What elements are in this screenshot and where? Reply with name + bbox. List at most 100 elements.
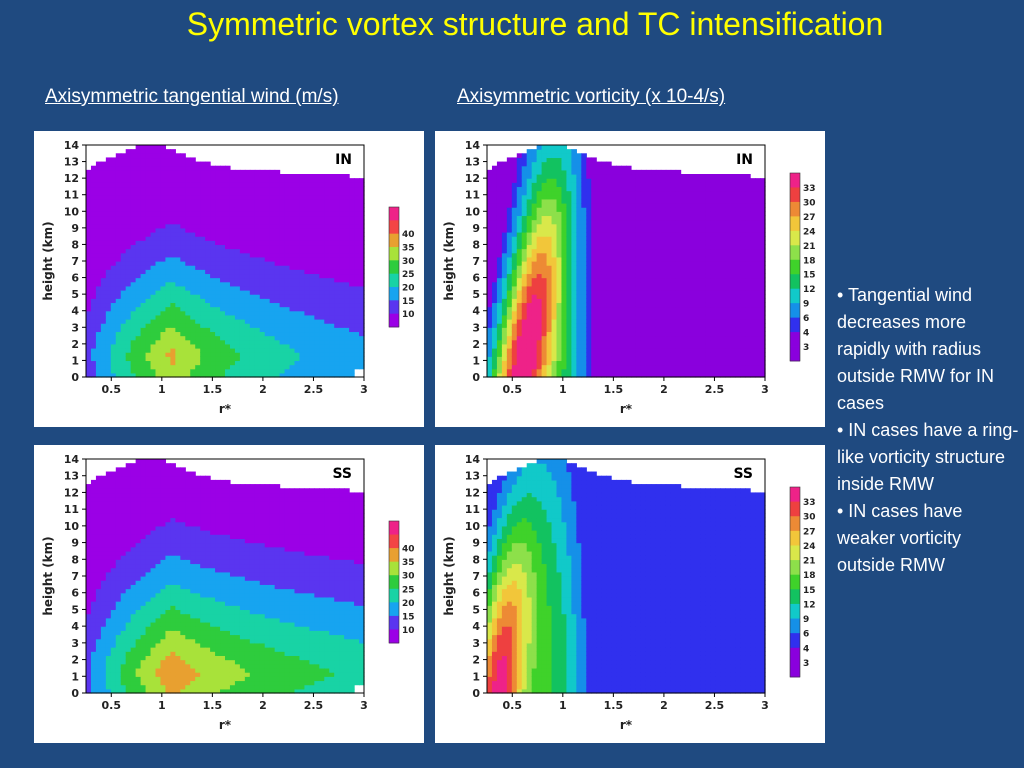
contour-cell (269, 265, 276, 270)
contour-cell (210, 265, 216, 270)
contour-cell (556, 219, 563, 225)
contour-cell (210, 248, 216, 254)
contour-cell (319, 211, 325, 217)
contour-cell (626, 310, 632, 316)
contour-cell (596, 306, 602, 312)
contour-cell (621, 302, 627, 308)
contour-cell (284, 236, 291, 241)
contour-cell (516, 265, 523, 270)
contour-cell (86, 310, 92, 316)
contour-cell (655, 298, 662, 304)
contour-cell (591, 203, 597, 208)
contour-cell (359, 360, 365, 366)
contour-cell (264, 198, 271, 204)
contour-cell (536, 285, 543, 291)
contour-cell (130, 314, 137, 320)
contour-cell (279, 364, 286, 370)
contour-cell (120, 219, 127, 225)
contour-cell (90, 256, 97, 262)
contour-cell (541, 327, 548, 333)
contour-cell (506, 356, 513, 362)
contour-cell (334, 364, 340, 370)
contour-cell (115, 190, 122, 196)
contour-cell (581, 265, 587, 270)
contour-cell (675, 215, 682, 221)
contour-cell (210, 182, 216, 188)
contour-cell (630, 194, 637, 200)
contour-cell (339, 265, 345, 270)
contour-cell (145, 306, 152, 312)
contour-cell (130, 248, 137, 254)
contour-cell (220, 190, 226, 196)
contour-cell (180, 327, 186, 333)
contour-cell (329, 219, 335, 225)
contour-cell (234, 203, 241, 208)
contour-cell (601, 256, 607, 262)
contour-cell (665, 190, 672, 196)
contour-cell (675, 174, 682, 179)
contour-cell (665, 368, 672, 374)
contour-cell (160, 194, 167, 200)
contour-cell (274, 364, 281, 370)
contour-cell (304, 269, 310, 275)
contour-cell (289, 186, 296, 192)
contour-cell (155, 215, 162, 221)
contour-cell (249, 227, 256, 233)
contour-cell (616, 319, 622, 324)
contour-cell (140, 157, 147, 163)
contour-cell (205, 169, 211, 175)
contour-cell (601, 356, 607, 362)
contour-cell (576, 252, 582, 258)
contour-cell (160, 269, 167, 275)
contour-cell (100, 165, 107, 171)
contour-cell (606, 161, 612, 167)
contour-cell (675, 356, 682, 362)
contour-cell (190, 281, 196, 287)
contour-cell (591, 165, 597, 171)
contour-cell (344, 323, 350, 328)
contour-cell (254, 339, 261, 345)
contour-cell (110, 190, 117, 196)
contour-cell (526, 314, 533, 320)
contour-cell (150, 211, 157, 217)
contour-cell (130, 153, 137, 159)
contour-cell (354, 194, 360, 200)
contour-cell (130, 331, 137, 337)
contour-cell (284, 227, 291, 233)
contour-cell (269, 236, 276, 241)
contour-cell (359, 232, 365, 237)
contour-cell (299, 294, 306, 299)
contour-cell (155, 372, 162, 378)
contour-cell (120, 356, 127, 362)
contour-cell (536, 302, 543, 308)
contour-cell (274, 290, 281, 295)
contour-cell (299, 306, 306, 312)
contour-cell (501, 232, 508, 237)
contour-cell (249, 290, 256, 295)
contour-cell (660, 178, 667, 183)
contour-cell (279, 298, 286, 304)
contour-cell (294, 277, 301, 283)
contour-cell (190, 157, 196, 163)
contour-cell (195, 277, 201, 283)
contour-cell (606, 211, 612, 217)
contour-cell (655, 331, 662, 337)
contour-cell (511, 343, 518, 349)
contour-cell (359, 298, 365, 304)
contour-cell (130, 186, 137, 192)
contour-cell (115, 227, 122, 233)
contour-cell (239, 343, 246, 349)
contour-cell (487, 339, 493, 345)
contour-cell (264, 319, 271, 324)
contour-cell (561, 252, 568, 258)
contour-cell (234, 198, 241, 204)
contour-cell (665, 219, 672, 225)
contour-cell (334, 360, 340, 366)
contour-cell (635, 252, 642, 258)
contour-cell (556, 240, 563, 246)
contour-cell (621, 174, 627, 179)
contour-cell (566, 157, 572, 163)
contour-cell (185, 236, 191, 241)
contour-cell (596, 360, 602, 366)
contour-cell (511, 261, 518, 266)
